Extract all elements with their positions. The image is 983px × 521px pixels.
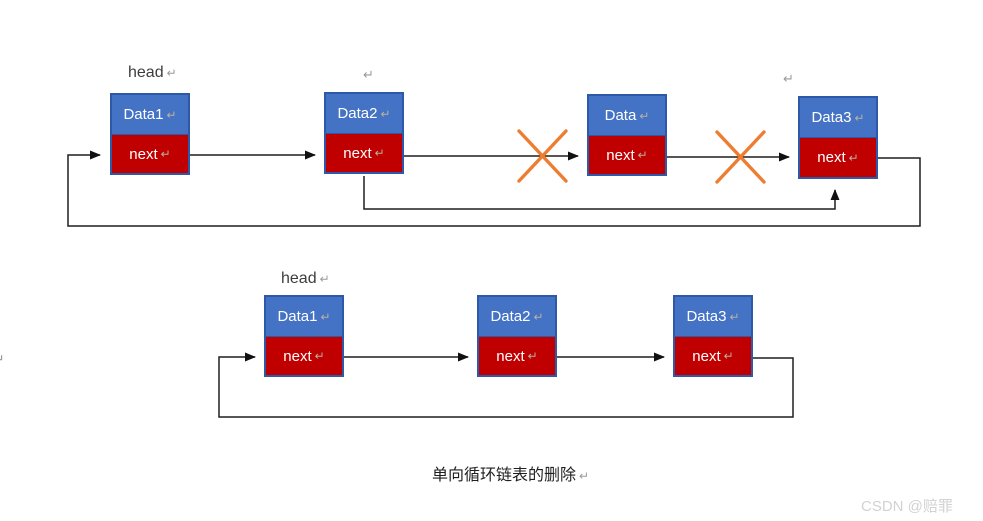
node-next-label: next <box>283 347 312 365</box>
node-next-cell: next↵ <box>326 134 402 172</box>
head-pointer-label: head↵ <box>281 270 330 288</box>
csdn-watermark: CSDN @赔罪 <box>861 498 953 515</box>
paragraph-mark-icon: ↵ <box>363 67 374 82</box>
node-next-label: next <box>496 347 525 365</box>
node-data-cell: Data1↵ <box>112 95 188 135</box>
node-next-cell: next↵ <box>589 136 665 174</box>
paragraph-mark-icon: ↵ <box>729 309 740 324</box>
node-bottom-data2: Data2↵ next↵ <box>477 295 557 377</box>
paragraph-mark-icon: ↵ <box>166 66 177 80</box>
head-text: head <box>281 270 317 287</box>
node-next-cell: next↵ <box>800 138 876 177</box>
node-next-cell: next↵ <box>266 337 342 375</box>
node-top-data2: Data2↵ next↵ <box>324 92 404 174</box>
paragraph-mark-icon: ↵ <box>527 349 538 363</box>
arrow-bottom-circular-data3-to-data1 <box>218 352 794 418</box>
node-next-cell: next↵ <box>112 135 188 173</box>
node-data-cell: Data1↵ <box>266 297 342 337</box>
caption-text: 单向循环链表的删除 <box>432 467 577 484</box>
node-data-label: Data <box>604 107 637 124</box>
paragraph-mark-icon: ↵ <box>374 146 385 160</box>
node-next-label: next <box>343 144 372 162</box>
paragraph-mark-icon: ↵ <box>160 147 171 161</box>
node-next-label: next <box>692 347 721 365</box>
paragraph-mark-icon: ↵ <box>533 309 544 324</box>
node-next-label: next <box>606 146 635 164</box>
node-next-cell: next↵ <box>675 337 751 375</box>
node-top-data3: Data3↵ next↵ <box>798 96 878 179</box>
node-next-cell: next↵ <box>479 337 555 375</box>
paragraph-mark-icon: ↵ <box>314 349 325 363</box>
node-data-label: Data2 <box>490 308 531 325</box>
paragraph-mark-icon: ↵ <box>380 106 391 121</box>
paragraph-mark-icon: ↵ <box>319 272 330 286</box>
paragraph-mark-icon: ↵ <box>639 108 650 123</box>
node-data-label: Data1 <box>277 308 318 325</box>
node-data-label: Data3 <box>811 109 852 126</box>
arrow-top-bypass-data2-to-data3 <box>363 176 840 210</box>
node-next-label: next <box>817 149 846 166</box>
paragraph-mark-icon: ↵ <box>166 107 177 122</box>
node-data-label: Data1 <box>123 106 164 123</box>
paragraph-mark-icon: ↵ <box>723 349 734 363</box>
head-text: head <box>128 64 164 81</box>
paragraph-mark-icon: ↵ <box>854 110 865 125</box>
node-bottom-data3: Data3↵ next↵ <box>673 295 753 377</box>
delete-cross-icon <box>517 129 568 183</box>
node-top-data1: Data1↵ next↵ <box>110 93 190 175</box>
node-top-deleted: Data↵ next↵ <box>587 94 667 176</box>
paragraph-mark-icon: ↵ <box>637 148 648 162</box>
paragraph-mark-icon: ↵ <box>320 309 331 324</box>
node-data-cell: Data3↵ <box>800 98 876 138</box>
node-next-label: next <box>129 145 158 163</box>
node-data-cell: Data2↵ <box>479 297 555 337</box>
node-data-cell: Data2↵ <box>326 94 402 134</box>
delete-cross-icon <box>715 130 766 184</box>
node-data-cell: Data↵ <box>589 96 665 136</box>
node-data-cell: Data3↵ <box>675 297 751 337</box>
node-data-label: Data2 <box>337 105 378 122</box>
arrow-top-circular-data3-to-data1 <box>67 150 921 227</box>
paragraph-mark-icon: ↵ <box>0 351 5 368</box>
diagram-caption: 单向循环链表的删除↵ <box>432 461 589 485</box>
paragraph-mark-icon: ↵ <box>579 469 590 483</box>
node-bottom-data1: Data1↵ next↵ <box>264 295 344 377</box>
paragraph-mark-icon: ↵ <box>783 71 794 86</box>
node-data-label: Data3 <box>686 308 727 325</box>
head-pointer-label: head↵ <box>128 64 177 82</box>
paragraph-mark-icon: ↵ <box>848 150 859 165</box>
